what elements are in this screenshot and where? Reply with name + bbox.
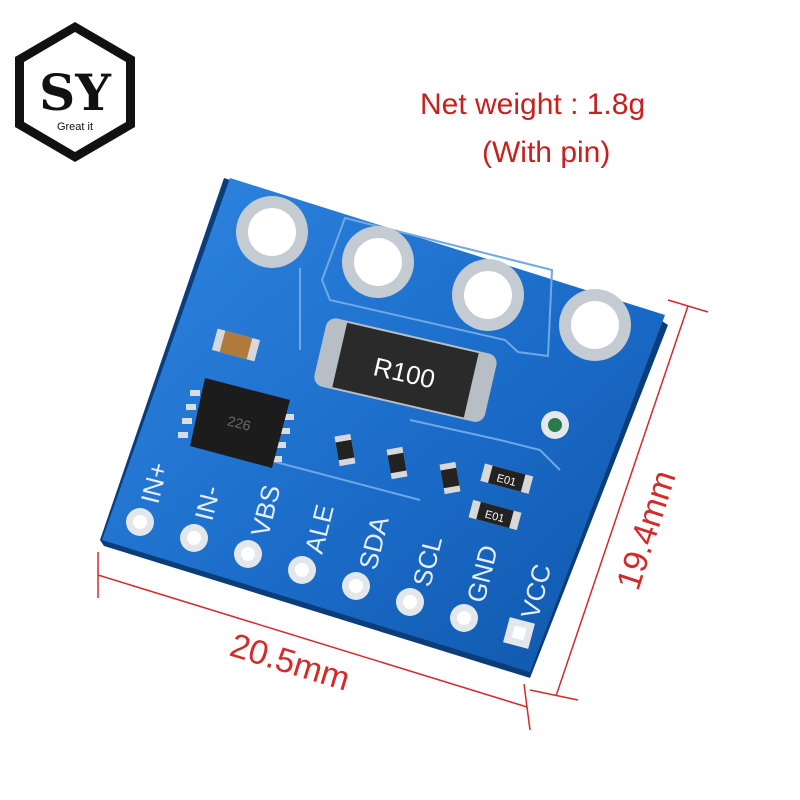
net-weight-caption: Net weight : 1.8g (420, 88, 646, 121)
capacitor (211, 328, 261, 362)
smd-marking: E01 (495, 472, 517, 489)
ic-chip: 226 (178, 378, 294, 468)
logo-letters: SY (39, 63, 112, 122)
smd-marking: E01 (483, 509, 505, 526)
chip-marking: 226 (226, 413, 253, 434)
logo-tagline: Great it (57, 121, 93, 133)
shunt-resistor: R100 (314, 318, 497, 422)
smd-resistors: E01 E01 (334, 433, 534, 531)
mounting-holes (236, 196, 631, 361)
height-dimension-label: 19.4mm (609, 466, 683, 595)
with-pin-caption: (With pin) (482, 136, 611, 169)
test-pad (541, 411, 569, 439)
width-dimension-label: 20.5mm (226, 626, 355, 698)
height-dimension (529, 299, 709, 701)
width-dimension (97, 552, 531, 731)
brand-logo: SY Great it (15, 22, 135, 162)
pin-pads (126, 508, 535, 649)
